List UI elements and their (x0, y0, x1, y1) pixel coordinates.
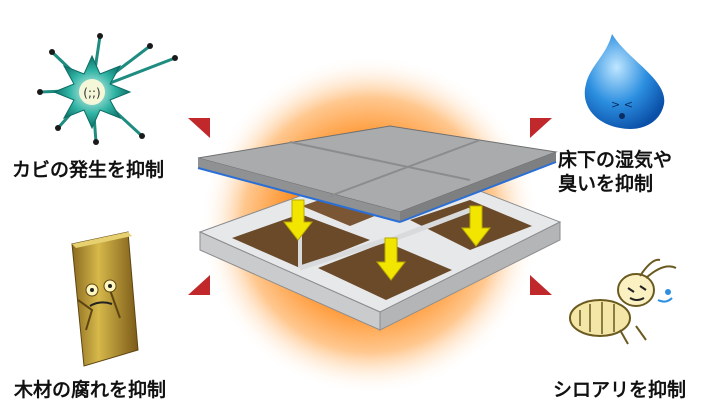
down-arrow-icon (460, 205, 492, 247)
rotting-wood-icon (71, 231, 139, 367)
pointer-arrow-icon (188, 118, 210, 138)
mold-spore-icon: (;;) (37, 33, 178, 145)
termite-icon (569, 258, 677, 345)
water-droplet-icon: > < (584, 34, 665, 129)
foundation-base (198, 159, 562, 331)
label-moisture-line2: 臭いを抑制 (558, 173, 654, 195)
pointer-arrows (188, 118, 552, 295)
svg-text:(;;): (;;) (83, 86, 100, 100)
pointer-arrow-icon (188, 275, 210, 295)
label-termite-prevention: シロアリを抑制 (553, 379, 687, 401)
svg-text:> <: > < (611, 98, 633, 111)
label-wood-rot-prevention: 木材の腐れを抑制 (14, 379, 167, 401)
down-arrow-icon (375, 237, 407, 281)
label-moisture-line1: 床下の湿気や (558, 149, 673, 171)
down-arrows (282, 199, 492, 281)
pointer-arrow-icon (530, 118, 552, 138)
label-mold-prevention: カビの発生を抑制 (12, 159, 165, 181)
pointer-arrow-icon (530, 275, 552, 295)
label-moisture-odor-prevention: 床下の湿気や 臭いを抑制 (558, 148, 672, 196)
down-arrow-icon (282, 199, 314, 241)
moisture-barrier-slab (197, 125, 558, 223)
